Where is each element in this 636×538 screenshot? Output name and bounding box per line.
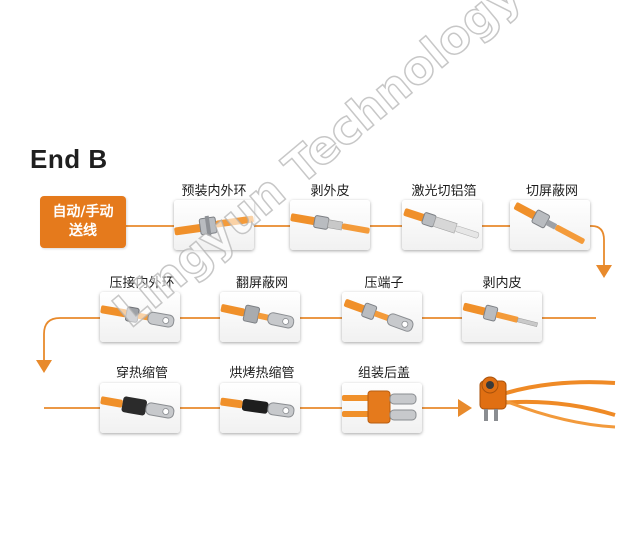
step-card-3	[402, 200, 482, 250]
step-label-5: 剥内皮	[482, 276, 522, 291]
strip-inner-jacket-icon	[462, 302, 538, 327]
fold-shield-mesh-icon	[220, 304, 295, 329]
step-label-10: 烘烤热缩管	[229, 366, 295, 381]
finished-harness-image	[479, 376, 616, 429]
cut-shield-mesh-icon	[513, 202, 585, 244]
insert-shrink-tube-icon	[100, 396, 175, 419]
step-label-1: 预装内外环	[181, 184, 247, 199]
step-card-4	[510, 200, 590, 250]
start-box-feed-wire: 自动/手动 送线	[40, 196, 126, 248]
crimp-rings-icon	[100, 305, 175, 328]
step-card-7	[220, 292, 300, 342]
laser-cut-foil-icon	[403, 208, 480, 239]
step-label-6: 压端子	[364, 276, 404, 291]
step-card-2	[290, 200, 370, 250]
crimp-terminal-icon	[343, 299, 414, 332]
assemble-back-cover-icon	[342, 390, 417, 424]
step-card-5	[462, 292, 542, 342]
step-label-2: 剥外皮	[310, 184, 350, 199]
step-card-10	[220, 383, 300, 433]
step-label-8: 压接内外环	[109, 276, 175, 291]
page-title: End B	[30, 144, 108, 174]
step-card-11	[342, 383, 422, 433]
start-box-line2: 送线	[69, 223, 97, 239]
step-label-11: 组装后盖	[357, 366, 410, 381]
start-box-line1: 自动/手动	[52, 204, 114, 220]
step-card-8	[100, 292, 180, 342]
step-label-4: 切屏蔽网	[525, 184, 578, 199]
step-card-6	[342, 292, 422, 342]
strip-outer-jacket-icon	[290, 213, 370, 234]
step-label-9: 穿热缩管	[115, 366, 168, 381]
ring-preinstall-icon	[174, 215, 254, 237]
step-label-3: 激光切铝箔	[411, 184, 477, 199]
bake-shrink-tube-icon	[220, 397, 295, 418]
step-label-7: 翻屏蔽网	[235, 276, 288, 291]
step-card-9	[100, 383, 180, 433]
step-card-1	[174, 200, 254, 250]
